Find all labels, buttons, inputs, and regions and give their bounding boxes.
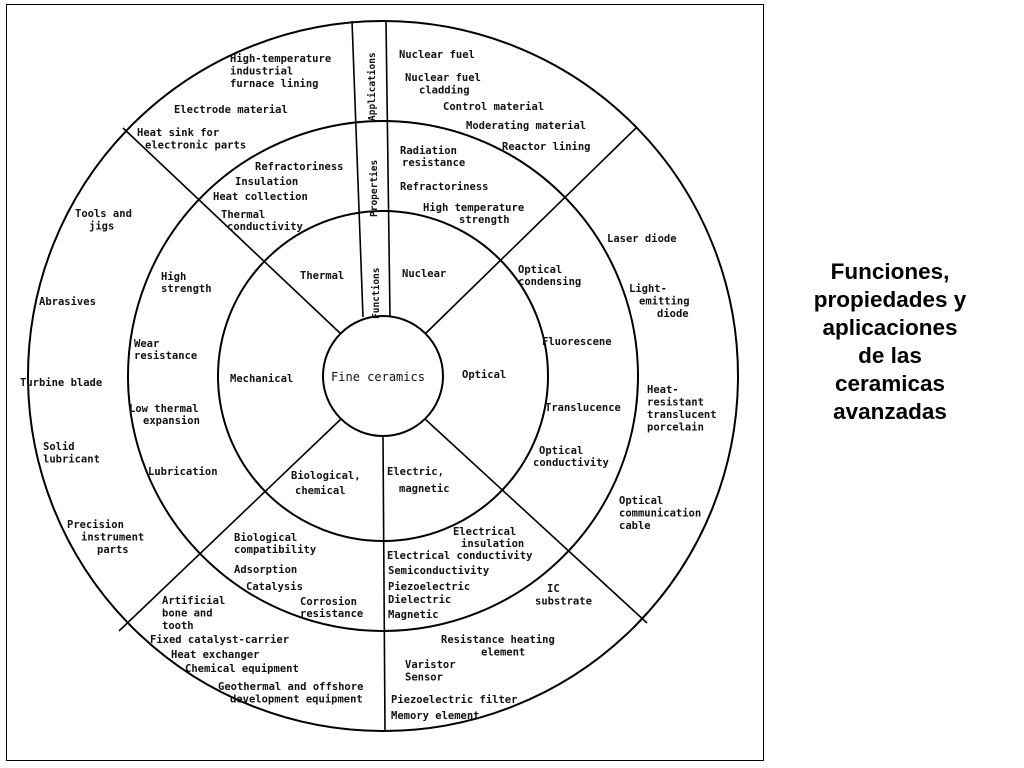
application-biological-3: Heat exchanger <box>171 649 260 661</box>
divider-thermal-mechanical <box>122 127 342 335</box>
properties-ring <box>127 120 639 632</box>
divider-biological-electric <box>382 436 386 732</box>
hub-circle <box>322 315 444 437</box>
fine-ceramics-wheel: Fine ceramics Functions Properties Applicat… <box>20 20 739 732</box>
divider-optical-electric <box>424 418 648 624</box>
title-line: aplicaciones <box>822 315 958 340</box>
divider-nuclear-optical <box>424 127 637 335</box>
property-optical-3: Translucence <box>545 402 621 414</box>
hub-label: Fine ceramics <box>331 370 425 384</box>
property-electric-6: Magnetic <box>388 609 439 621</box>
title-line: Funciones, <box>830 259 950 284</box>
slide-title: Funciones, propiedades y aplicaciones de… <box>772 258 1008 426</box>
application-nuclear-5: Reactor lining <box>502 141 591 153</box>
title-line: avanzadas <box>833 399 947 424</box>
application-mechanical-2: Abrasives <box>39 296 96 308</box>
application-electric-4: Piezoelectric filter <box>391 694 517 706</box>
band-line-right <box>385 20 391 318</box>
band-label-functions: Functions <box>371 268 382 319</box>
property-biological-3: Catalysis <box>246 581 303 593</box>
property-biological-2: Adsorption <box>234 564 297 576</box>
application-biological-2: Fixed catalyst-carrier <box>150 634 289 646</box>
property-electric-4: Piezoelectric <box>388 581 470 593</box>
property-electric-2: Electrical conductivity <box>387 550 533 562</box>
property-electric-5: Dielectric <box>388 594 451 606</box>
ring-lines <box>27 20 739 732</box>
application-biological-4: Chemical equipment <box>185 663 299 675</box>
function-electric: Electric,magnetic <box>387 466 450 495</box>
application-mechanical-3: Turbine blade <box>20 377 102 389</box>
application-thermal-2: Electrode material <box>174 104 288 116</box>
application-nuclear-4: Moderating material <box>466 120 586 132</box>
property-nuclear-2: Refractoriness <box>400 181 489 193</box>
function-optical: Optical <box>462 369 506 381</box>
diagram-labels: Fine ceramics Functions Properties Applicat… <box>20 49 717 722</box>
function-nuclear: Nuclear <box>402 268 446 280</box>
band-label-applications: Applications <box>367 52 378 121</box>
band-label-properties: Properties <box>369 160 380 217</box>
function-mechanical: Mechanical <box>230 373 293 385</box>
title-line: de las <box>858 343 922 368</box>
property-electric-3: Semiconductivity <box>388 565 490 577</box>
function-thermal: Thermal <box>300 270 344 282</box>
applications-ring <box>27 20 739 732</box>
application-electric-5: Memory element <box>391 710 480 722</box>
application-nuclear-1: Nuclear fuel <box>399 49 475 61</box>
divider-mechanical-biological <box>118 418 342 632</box>
title-line: ceramicas <box>834 371 946 396</box>
property-thermal-3: Heat collection <box>213 191 308 203</box>
application-optical-1: Laser diode <box>607 233 677 245</box>
title-line: propiedades y <box>813 287 967 312</box>
diagram-frame: Fine ceramics Functions Properties Applicat… <box>6 4 764 761</box>
application-nuclear-3: Control material <box>443 101 544 113</box>
band-line-left <box>351 20 364 318</box>
property-mechanical-4: Lubrication <box>148 466 218 478</box>
property-thermal-1: Refractoriness <box>255 161 344 173</box>
function-biological: Biological,chemical <box>291 470 361 497</box>
property-optical-2: Fluorescene <box>542 336 612 348</box>
property-thermal-2: Insulation <box>235 176 298 188</box>
